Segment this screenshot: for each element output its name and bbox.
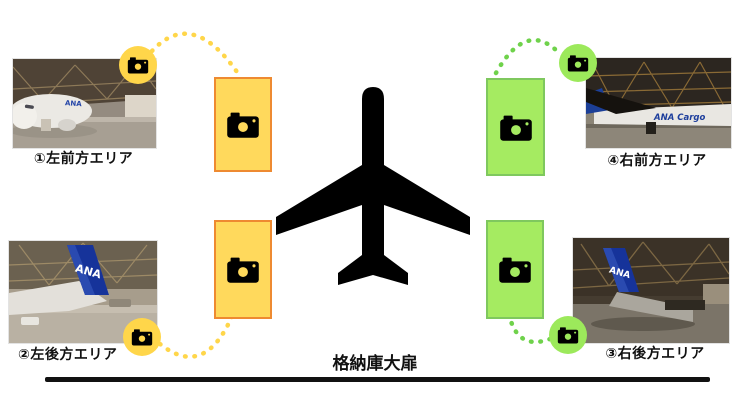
camera-station-left-front	[214, 77, 272, 172]
area-label-right-front: ④右前方エリア	[607, 153, 707, 169]
camera-badge-right-front	[559, 44, 597, 82]
camera-icon	[127, 57, 149, 74]
dotted-arc-left-front	[149, 31, 240, 75]
photo-fuselage-titling: ANA Cargo	[653, 113, 705, 123]
camera-badge-left-rear	[123, 318, 161, 356]
photo-right-rear-area: ANA	[572, 237, 730, 344]
photo-right-rear-image: ANA	[573, 238, 729, 343]
dotted-arc-left-rear	[157, 311, 236, 359]
dotted-arc-right-front	[493, 37, 564, 76]
photo-left-rear-area: ANA	[8, 240, 158, 344]
camera-icon	[131, 329, 153, 346]
camera-station-left-rear	[214, 220, 272, 319]
hangar-door-line	[45, 377, 710, 382]
photo-left-rear-image: ANA	[9, 241, 157, 343]
photo-right-front-image: ANA Cargo	[586, 58, 731, 148]
camera-icon	[499, 115, 532, 141]
area-label-right-rear: ③右後方エリア	[605, 346, 705, 362]
photo-right-front-area: ANA Cargo	[585, 57, 732, 149]
camera-icon	[227, 112, 259, 138]
camera-icon	[557, 327, 579, 344]
photo-left-front-image: ANA	[13, 59, 156, 148]
camera-badge-right-rear	[549, 316, 587, 354]
hangar-door-label: 格納庫大扉	[332, 354, 418, 374]
airplane-icon	[276, 87, 470, 285]
camera-badge-left-front	[119, 46, 157, 84]
camera-icon	[567, 55, 589, 72]
camera-station-right-rear	[486, 220, 544, 319]
camera-icon	[499, 257, 531, 283]
area-label-left-front: ①左前方エリア	[33, 151, 134, 167]
area-label-left-rear: ②左後方エリア	[18, 347, 118, 363]
camera-station-right-front	[486, 78, 545, 176]
photo-plane-titling: ANA	[65, 99, 83, 108]
camera-icon	[227, 257, 259, 283]
photo-left-front-area: ANA	[12, 58, 157, 149]
